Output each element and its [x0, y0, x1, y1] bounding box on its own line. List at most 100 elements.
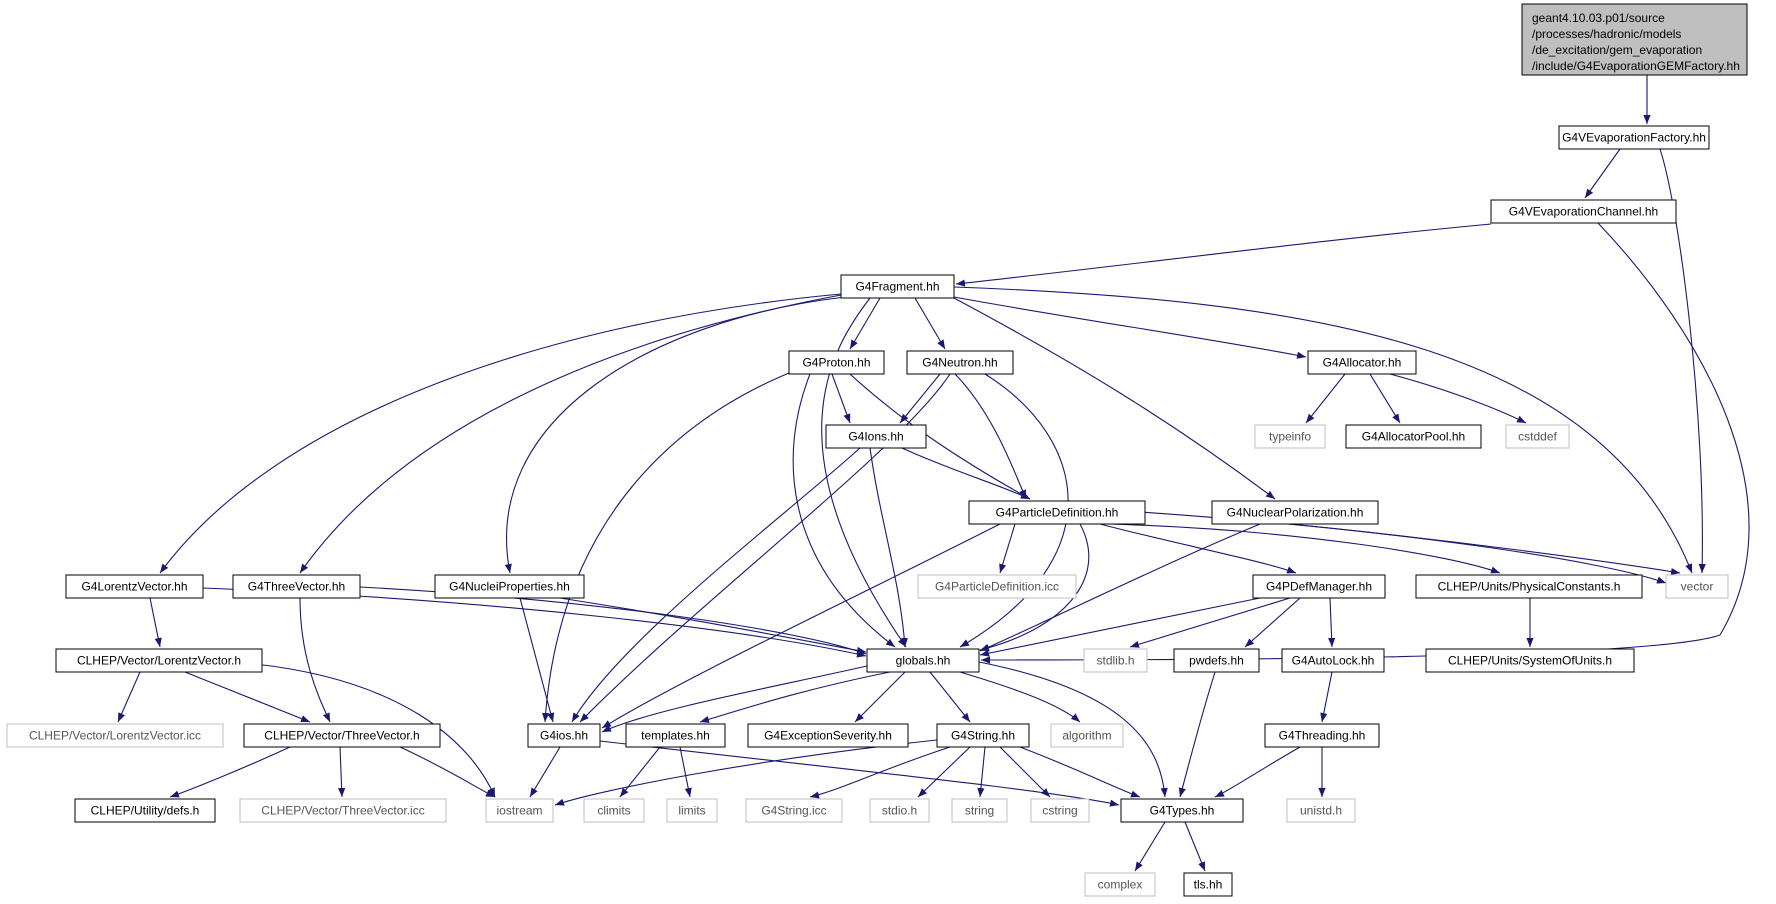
file-node-label: iostream: [496, 804, 542, 818]
file-node-proton[interactable]: G4Proton.hh: [788, 350, 885, 375]
include-edge-nucprop-to-globals: [559, 597, 867, 654]
file-node-lorentz[interactable]: G4LorentzVector.hh: [65, 574, 204, 599]
include-edge-fragment-to-vector: [953, 286, 1693, 574]
include-edge-clhep3V-to-defs: [169, 746, 291, 798]
include-edge-evapchannel-to-fragment: [955, 223, 1492, 287]
file-node-stdio[interactable]: stdio.h: [869, 798, 930, 823]
include-edge-allocator-to-cstddef: [1389, 373, 1527, 424]
file-node-sysunits[interactable]: CLHEP/Units/SystemOfUnits.h: [1425, 648, 1635, 673]
file-node-evapchannel[interactable]: G4VEvaporationChannel.hh: [1490, 199, 1677, 224]
file-node-label: G4VEvaporationChannel.hh: [1509, 205, 1658, 219]
file-node-label: CLHEP/Units/SystemOfUnits.h: [1448, 654, 1612, 668]
include-edge-globals-to-g4ios: [601, 665, 868, 733]
file-node-nucpol[interactable]: G4NuclearPolarization.hh: [1211, 500, 1379, 525]
file-node-label: G4AllocatorPool.hh: [1362, 430, 1465, 444]
file-node-box: [869, 798, 930, 823]
include-edge-clhepLV-to-clhepLVicc: [117, 671, 141, 723]
include-edge-globals-to-exsev: [854, 671, 906, 723]
file-node-label: CLHEP/Utility/defs.h: [91, 804, 200, 818]
file-node-algorithm[interactable]: algorithm: [1050, 723, 1124, 748]
file-node-templates[interactable]: templates.hh: [625, 723, 726, 748]
file-node-label: G4VEvaporationFactory.hh: [1562, 131, 1706, 145]
file-node-label: stdio.h: [882, 804, 917, 818]
include-edge-pwdefs-to-types: [1178, 671, 1216, 798]
file-node-box: [74, 798, 216, 823]
file-node-evapfactory[interactable]: G4VEvaporationFactory.hh: [1558, 125, 1710, 150]
file-node-label: G4Fragment.hh: [855, 280, 939, 294]
file-node-partdeficc[interactable]: G4ParticleDefinition.icc: [917, 574, 1077, 599]
include-edge-lorentz-to-clhepLV: [149, 597, 162, 648]
file-node-cstring[interactable]: cstring: [1030, 798, 1090, 823]
file-node-neutron[interactable]: G4Neutron.hh: [906, 350, 1014, 375]
file-node-fragment[interactable]: G4Fragment.hh: [840, 274, 955, 299]
file-node-label: G4Neutron.hh: [922, 356, 997, 370]
file-node-threading[interactable]: G4Threading.hh: [1264, 723, 1380, 748]
file-node-label: G4String.icc: [761, 804, 826, 818]
file-node-g4string[interactable]: G4String.hh: [936, 723, 1030, 748]
file-node-nucprop[interactable]: G4NucleiProperties.hh: [434, 574, 585, 599]
file-node-box: [239, 798, 447, 823]
file-node-clhepLVicc[interactable]: CLHEP/Vector/LorentzVector.icc: [6, 723, 224, 748]
file-node-clhep3V[interactable]: CLHEP/Vector/ThreeVector.h: [243, 723, 441, 748]
file-node-typeinfo[interactable]: typeinfo: [1254, 424, 1326, 449]
file-node-three[interactable]: G4ThreeVector.hh: [232, 574, 361, 599]
file-node-label: templates.hh: [641, 729, 710, 743]
include-edge-fragment-to-three: [299, 294, 842, 574]
file-node-label: G4NuclearPolarization.hh: [1227, 506, 1364, 520]
file-node-ions[interactable]: G4Ions.hh: [825, 424, 927, 449]
include-edge-ions-to-g4ios: [571, 447, 861, 723]
file-node-physconst[interactable]: CLHEP/Units/PhysicalConstants.h: [1415, 574, 1643, 599]
file-node-label: CLHEP/Vector/LorentzVector.icc: [29, 729, 201, 743]
include-edge-types-to-complex: [1134, 821, 1166, 872]
file-node-vector[interactable]: vector: [1665, 574, 1729, 599]
file-node-globals[interactable]: globals.hh: [866, 648, 980, 673]
include-edge-partdef-to-pdefmgr: [1099, 523, 1297, 574]
file-node-exsev[interactable]: G4ExceptionSeverity.hh: [747, 723, 909, 748]
file-node-label: CLHEP/Vector/ThreeVector.h: [264, 729, 419, 743]
file-node-label: G4Types.hh: [1150, 804, 1215, 818]
file-node-box: [625, 723, 726, 748]
include-edge-types-to-tls: [1184, 821, 1206, 872]
file-node-label: G4Proton.hh: [802, 356, 870, 370]
file-node-types[interactable]: G4Types.hh: [1120, 798, 1244, 823]
root-file-path-line: geant4.10.03.p01/source: [1532, 11, 1665, 25]
include-edge-clhepLV-to-iostream: [254, 663, 496, 798]
include-edge-partdef-to-partdeficc: [999, 523, 1016, 574]
file-node-pdefmgr[interactable]: G4PDefManager.hh: [1252, 574, 1386, 599]
file-node-autolock[interactable]: G4AutoLock.hh: [1281, 648, 1385, 673]
file-node-label: unistd.h: [1300, 804, 1342, 818]
file-node-stringicc[interactable]: G4String.icc: [745, 798, 843, 823]
include-edge-globals-to-templates: [699, 671, 891, 723]
file-node-allocpool[interactable]: G4AllocatorPool.hh: [1345, 424, 1482, 449]
file-node-label: cstddef: [1518, 430, 1557, 444]
file-node-label: G4ParticleDefinition.icc: [935, 580, 1059, 594]
file-node-limits[interactable]: limits: [666, 798, 718, 823]
file-node-cstddef[interactable]: cstddef: [1505, 424, 1570, 449]
file-node-complex[interactable]: complex: [1084, 872, 1156, 897]
include-edge-nucpol-to-vector: [1289, 523, 1681, 576]
file-node-clhep3Vicc[interactable]: CLHEP/Vector/ThreeVector.icc: [239, 798, 447, 823]
file-node-label: vector: [1681, 580, 1714, 594]
file-node-partdef[interactable]: G4ParticleDefinition.hh: [968, 500, 1146, 525]
file-node-label: string: [965, 804, 994, 818]
file-node-box: [1083, 648, 1148, 673]
file-node-g4ios[interactable]: G4ios.hh: [527, 723, 601, 748]
file-node-box: [485, 798, 554, 823]
file-node-string[interactable]: string: [951, 798, 1008, 823]
file-node-stdlib[interactable]: stdlib.h: [1083, 648, 1148, 673]
file-node-iostream[interactable]: iostream: [485, 798, 554, 823]
include-edge-fragment-to-globals: [821, 297, 907, 648]
file-node-label: G4LorentzVector.hh: [81, 580, 187, 594]
include-edge-pdefmgr-to-globals: [979, 597, 1261, 657]
file-node-tls[interactable]: tls.hh: [1183, 872, 1233, 897]
file-node-label: G4Threading.hh: [1279, 729, 1366, 743]
file-node-unistd[interactable]: unistd.h: [1286, 798, 1356, 823]
file-node-box: [1425, 648, 1635, 673]
file-node-climits[interactable]: climits: [583, 798, 645, 823]
file-node-allocator[interactable]: G4Allocator.hh: [1307, 350, 1417, 375]
include-edge-evapfactory-to-vector: [1659, 148, 1706, 574]
file-node-defs[interactable]: CLHEP/Utility/defs.h: [74, 798, 216, 823]
file-node-clhepLV[interactable]: CLHEP/Vector/LorentzVector.h: [55, 648, 263, 673]
file-node-pwdefs[interactable]: pwdefs.hh: [1173, 648, 1260, 673]
